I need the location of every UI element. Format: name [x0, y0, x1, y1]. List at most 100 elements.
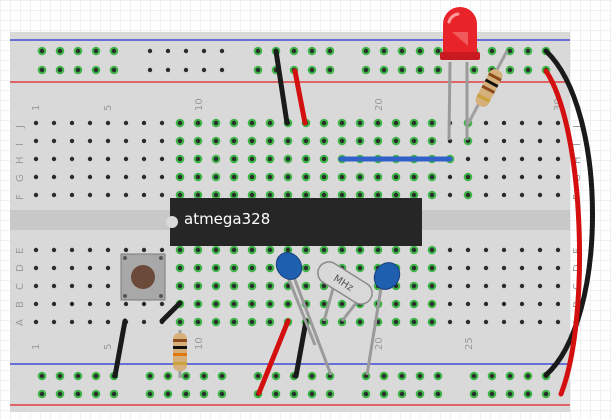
breadboard-hole[interactable]	[165, 67, 171, 73]
breadboard-hole[interactable]	[177, 319, 183, 325]
breadboard-hole[interactable]	[195, 283, 201, 289]
breadboard-hole[interactable]	[255, 373, 261, 379]
breadboard-hole[interactable]	[555, 120, 561, 126]
breadboard-hole[interactable]	[537, 156, 543, 162]
breadboard-hole[interactable]	[195, 120, 201, 126]
breadboard-hole[interactable]	[51, 319, 57, 325]
breadboard-hole[interactable]	[87, 120, 93, 126]
breadboard-hole[interactable]	[33, 247, 39, 253]
breadboard-hole[interactable]	[537, 265, 543, 271]
breadboard-hole[interactable]	[75, 391, 81, 397]
breadboard-hole[interactable]	[555, 156, 561, 162]
breadboard-hole[interactable]	[285, 138, 291, 144]
resistor-led[interactable]	[466, 50, 509, 125]
push-button[interactable]	[120, 253, 166, 301]
breadboard-hole[interactable]	[501, 156, 507, 162]
breadboard-hole[interactable]	[51, 283, 57, 289]
breadboard-hole[interactable]	[267, 301, 273, 307]
breadboard-hole[interactable]	[519, 319, 525, 325]
wire-black-rail-bridge[interactable]	[543, 48, 595, 378]
breadboard-hole[interactable]	[537, 319, 543, 325]
breadboard-hole[interactable]	[285, 247, 291, 253]
breadboard-hole[interactable]	[33, 120, 39, 126]
breadboard-hole[interactable]	[195, 265, 201, 271]
breadboard-hole[interactable]	[39, 67, 45, 73]
breadboard-hole[interactable]	[537, 283, 543, 289]
breadboard-hole[interactable]	[537, 301, 543, 307]
breadboard-hole[interactable]	[231, 156, 237, 162]
breadboard-hole[interactable]	[321, 192, 327, 198]
breadboard-hole[interactable]	[105, 138, 111, 144]
breadboard-hole[interactable]	[501, 192, 507, 198]
breadboard-hole[interactable]	[291, 48, 297, 54]
breadboard-hole[interactable]	[51, 265, 57, 271]
breadboard-hole[interactable]	[309, 391, 315, 397]
wire-black-top-gnd[interactable]	[273, 48, 290, 126]
breadboard-hole[interactable]	[465, 247, 471, 253]
breadboard-hole[interactable]	[57, 391, 63, 397]
breadboard-hole[interactable]	[465, 265, 471, 271]
breadboard-hole[interactable]	[165, 48, 171, 54]
breadboard-hole[interactable]	[339, 138, 345, 144]
breadboard-hole[interactable]	[87, 138, 93, 144]
breadboard-hole[interactable]	[249, 192, 255, 198]
breadboard-hole[interactable]	[375, 138, 381, 144]
breadboard-hole[interactable]	[249, 247, 255, 253]
breadboard-hole[interactable]	[93, 391, 99, 397]
breadboard-hole[interactable]	[555, 283, 561, 289]
breadboard-hole[interactable]	[231, 120, 237, 126]
breadboard-hole[interactable]	[141, 156, 147, 162]
breadboard-hole[interactable]	[501, 319, 507, 325]
breadboard-hole[interactable]	[411, 265, 417, 271]
breadboard-hole[interactable]	[183, 373, 189, 379]
breadboard-hole[interactable]	[201, 391, 207, 397]
breadboard-hole[interactable]	[285, 283, 291, 289]
breadboard-hole[interactable]	[357, 174, 363, 180]
breadboard-hole[interactable]	[555, 138, 561, 144]
breadboard-hole[interactable]	[195, 319, 201, 325]
breadboard-hole[interactable]	[321, 174, 327, 180]
breadboard-hole[interactable]	[489, 373, 495, 379]
breadboard-hole[interactable]	[447, 265, 453, 271]
breadboard-hole[interactable]	[465, 301, 471, 307]
breadboard-hole[interactable]	[429, 301, 435, 307]
breadboard-hole[interactable]	[363, 48, 369, 54]
breadboard-hole[interactable]	[339, 192, 345, 198]
breadboard-hole[interactable]	[435, 48, 441, 54]
breadboard-hole[interactable]	[501, 120, 507, 126]
breadboard-hole[interactable]	[285, 192, 291, 198]
breadboard-hole[interactable]	[393, 301, 399, 307]
breadboard-hole[interactable]	[177, 265, 183, 271]
breadboard-hole[interactable]	[507, 67, 513, 73]
breadboard-hole[interactable]	[411, 174, 417, 180]
breadboard-hole[interactable]	[69, 283, 75, 289]
breadboard-hole[interactable]	[51, 174, 57, 180]
breadboard-hole[interactable]	[321, 283, 327, 289]
breadboard-hole[interactable]	[195, 174, 201, 180]
breadboard-hole[interactable]	[51, 192, 57, 198]
breadboard-hole[interactable]	[123, 156, 129, 162]
breadboard-hole[interactable]	[321, 301, 327, 307]
breadboard-hole[interactable]	[501, 174, 507, 180]
breadboard-hole[interactable]	[357, 247, 363, 253]
breadboard-hole[interactable]	[75, 48, 81, 54]
breadboard-hole[interactable]	[39, 48, 45, 54]
breadboard-hole[interactable]	[69, 265, 75, 271]
breadboard-hole[interactable]	[141, 301, 147, 307]
breadboard-hole[interactable]	[393, 120, 399, 126]
breadboard-hole[interactable]	[555, 301, 561, 307]
red-led[interactable]	[440, 7, 480, 141]
breadboard-hole[interactable]	[435, 391, 441, 397]
breadboard-hole[interactable]	[327, 67, 333, 73]
breadboard-hole[interactable]	[147, 391, 153, 397]
breadboard-hole[interactable]	[285, 301, 291, 307]
breadboard-hole[interactable]	[555, 247, 561, 253]
breadboard-hole[interactable]	[111, 48, 117, 54]
breadboard-hole[interactable]	[159, 174, 165, 180]
breadboard-hole[interactable]	[105, 265, 111, 271]
breadboard-hole[interactable]	[75, 67, 81, 73]
breadboard-hole[interactable]	[39, 373, 45, 379]
breadboard-hole[interactable]	[165, 373, 171, 379]
breadboard-hole[interactable]	[375, 247, 381, 253]
breadboard-hole[interactable]	[339, 247, 345, 253]
